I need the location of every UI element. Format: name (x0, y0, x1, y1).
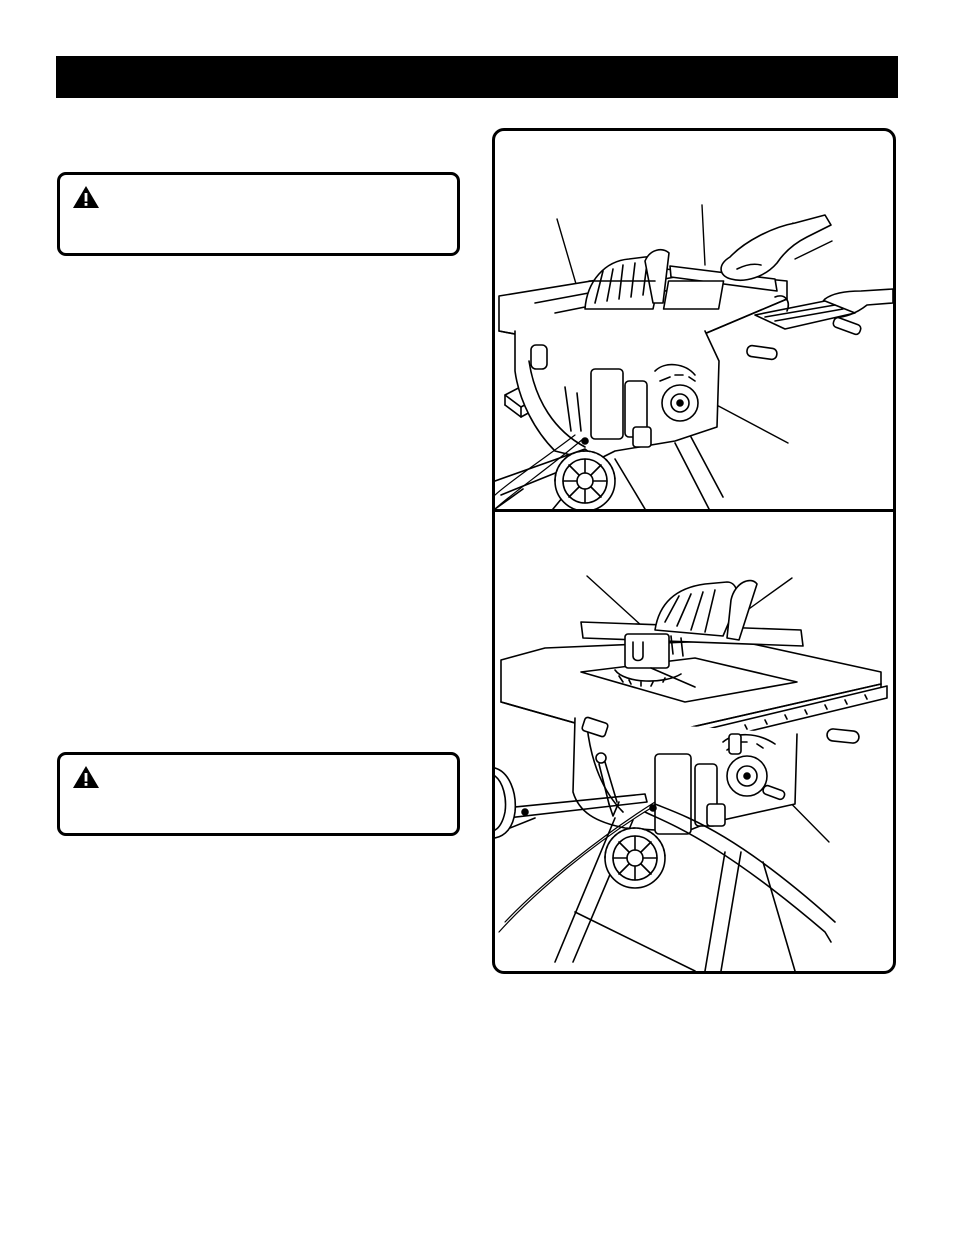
figure-divider (495, 509, 893, 512)
warning-triangle-icon (73, 766, 99, 788)
warning-triangle-icon (73, 186, 99, 208)
figure-top-table-saw-illustration (495, 204, 893, 509)
warning-box-2 (57, 752, 460, 836)
figure-bottom-table-saw-illustration (495, 575, 888, 971)
page-header-bar (56, 56, 898, 98)
warning-box-1 (57, 172, 460, 256)
figure-frame (492, 128, 896, 974)
